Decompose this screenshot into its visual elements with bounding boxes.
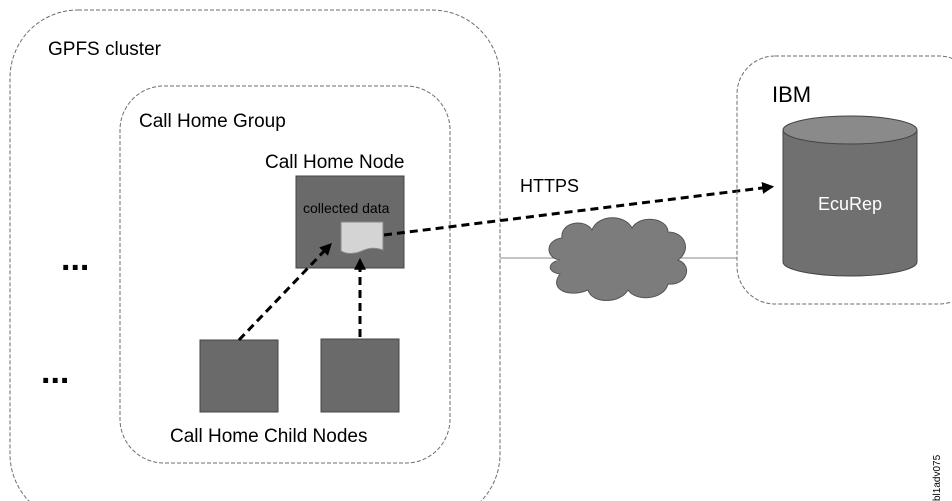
figure-id: bl1adv075 xyxy=(932,454,943,501)
ecurep-label: EcuRep xyxy=(818,194,882,214)
ibm-boundary xyxy=(736,55,952,305)
ibm-label: IBM xyxy=(772,82,811,107)
gpfs-cluster-boundary xyxy=(9,9,501,501)
cluster-ellipsis-upper: ... xyxy=(61,240,89,278)
ecurep-database-icon xyxy=(782,115,918,277)
call-home-group-boundary xyxy=(119,85,451,464)
arrow-left-child-to-data xyxy=(237,242,332,342)
cluster-ellipsis-lower: ... xyxy=(41,353,69,391)
child-nodes-label: Call Home Child Nodes xyxy=(170,426,367,447)
child-node-right xyxy=(320,338,400,413)
call-home-group-label: Call Home Group xyxy=(139,111,286,132)
collected-data-document-icon xyxy=(340,221,384,254)
child-node-left xyxy=(199,339,279,413)
gpfs-cluster-label: GPFS cluster xyxy=(48,39,162,60)
https-label: HTTPS xyxy=(520,176,579,196)
collected-data-label: collected data xyxy=(303,200,390,216)
call-home-node-label: Call Home Node xyxy=(265,152,404,173)
internet-cloud-icon xyxy=(548,217,688,301)
